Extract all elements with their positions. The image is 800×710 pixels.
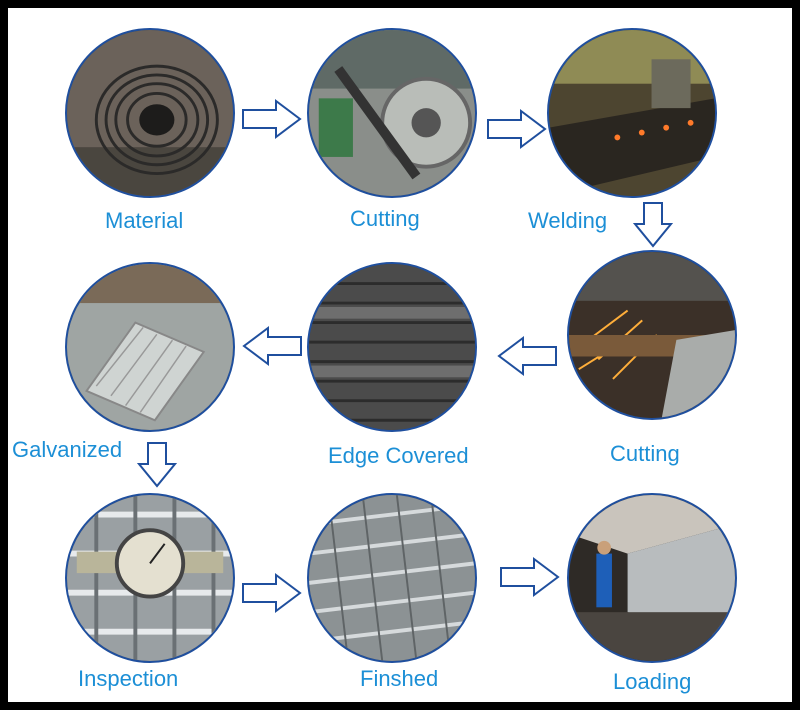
finished-photo: [307, 493, 477, 663]
arrow-down-icon: [632, 202, 674, 248]
step-label-galvanized: Galvanized: [12, 437, 123, 462]
step-label-edge-covered: Edge Covered: [328, 443, 469, 468]
arrow-down-icon: [136, 442, 178, 488]
edge-covered-photo: [307, 262, 477, 432]
step-label-inspection: Inspection: [78, 666, 179, 691]
cutting-2-photo: [567, 250, 737, 420]
step-label-cutting-1: Cutting: [350, 206, 420, 231]
arrow-left-icon: [497, 336, 557, 376]
arrow-right-icon: [242, 99, 302, 139]
step-label-loading: Loading: [613, 669, 692, 694]
arrow-right-icon: [500, 557, 560, 597]
material-photo: [65, 28, 235, 198]
arrow-left-icon: [242, 326, 302, 366]
cutting-1-photo: [307, 28, 477, 198]
step-label-material: Material: [105, 208, 184, 233]
loading-photo: [567, 493, 737, 663]
step-label-cutting-2: Cutting: [610, 441, 680, 466]
arrow-right-icon: [242, 573, 302, 613]
inspection-photo: [65, 493, 235, 663]
step-label-welding: Welding: [528, 208, 608, 233]
step-label-finished: Finshed: [360, 666, 439, 691]
welding-photo: [547, 28, 717, 198]
galvanized-photo: [65, 262, 235, 432]
arrow-right-icon: [487, 109, 547, 149]
